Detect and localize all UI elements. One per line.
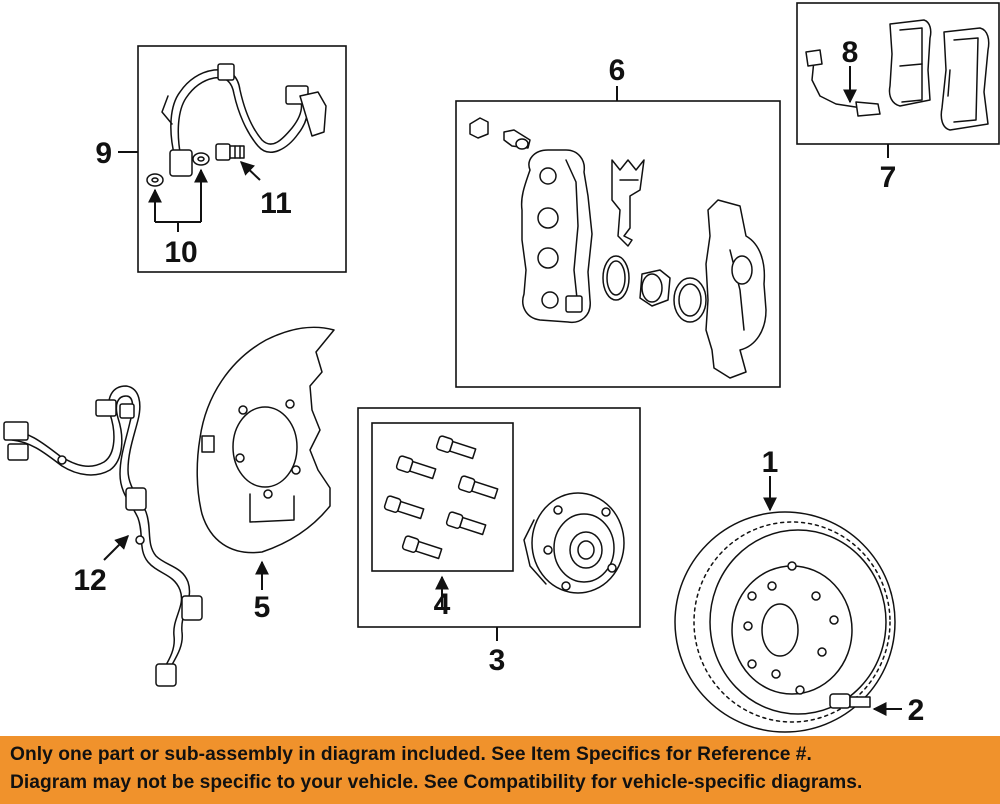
rotor-bolt — [829, 693, 871, 709]
caliper-body-outer — [705, 199, 767, 379]
abs-sensor-group: 12 — [3, 385, 203, 687]
callout-2: 2 — [908, 694, 925, 727]
abs-sensor-harness — [3, 385, 203, 687]
piston-seal — [602, 255, 630, 301]
callout-9: 9 — [95, 137, 112, 170]
callout-12: 12 — [73, 564, 106, 597]
caliper-group: 6 — [455, 54, 781, 388]
notice-banner: Only one part or sub-assembly in diagram… — [0, 736, 1000, 804]
hose-washers — [146, 152, 210, 187]
hub-bolts — [383, 435, 499, 560]
callout-4: 4 — [434, 588, 451, 621]
bleeder-screw — [503, 129, 531, 150]
callout-7: 7 — [880, 161, 897, 194]
callout-3: 3 — [489, 644, 506, 677]
hose-box — [137, 45, 347, 273]
rotor-group: 1 2 — [674, 446, 925, 733]
callout-5: 5 — [254, 591, 271, 624]
wheel-hub — [523, 492, 625, 594]
bolts-box — [371, 422, 514, 572]
pads-box — [796, 2, 1000, 145]
callout-1: 1 — [762, 446, 779, 479]
bleeder-cap — [469, 117, 489, 139]
leader-12 — [103, 535, 129, 561]
hub-box — [357, 407, 641, 628]
brake-hose-group: 9 10 11 — [95, 45, 347, 273]
leader-11 — [239, 161, 261, 181]
notice-line-2: Diagram may not be specific to your vehi… — [10, 772, 863, 793]
brake-rotor — [674, 511, 896, 733]
pads-group: 8 7 — [796, 2, 1000, 194]
brake-assembly-diagram: 9 10 11 6 — [3, 2, 1000, 733]
dust-boot — [673, 277, 707, 323]
hose-bolt — [215, 143, 245, 161]
notice-line-1: Only one part or sub-assembly in diagram… — [10, 744, 812, 765]
callout-8: 8 — [842, 36, 859, 69]
callout-10: 10 — [164, 236, 197, 269]
brake-hose-part — [161, 63, 327, 177]
piston — [639, 269, 671, 307]
hub-group: 4 3 — [357, 407, 641, 677]
caliper-body-inner — [520, 149, 593, 324]
splash-shield-group: 5 — [196, 326, 335, 624]
wear-sensor — [805, 49, 881, 117]
brake-pad-left — [888, 19, 932, 107]
brake-pad-right — [940, 27, 990, 131]
callout-6: 6 — [609, 54, 626, 87]
callout-11: 11 — [260, 187, 292, 220]
pad-spring-clip — [611, 159, 645, 247]
